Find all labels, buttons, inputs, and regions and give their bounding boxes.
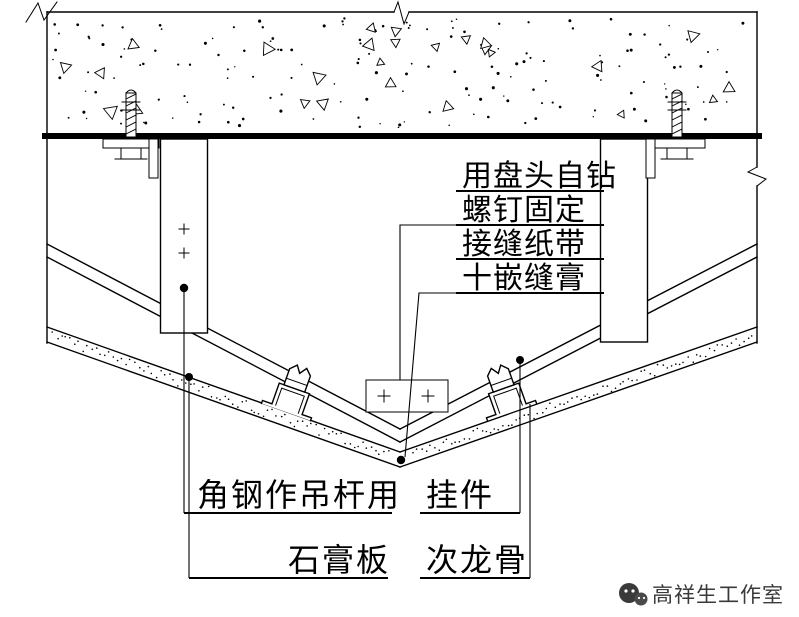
notes-block: 用盘头自钻 螺钉固定 接缝纸带 十嵌缝膏	[456, 159, 617, 296]
label-angle-steel: 角钢作吊杆用	[197, 476, 401, 514]
break-mark-right-edge	[746, 166, 768, 187]
watermark: 高祥生工作室	[619, 583, 784, 607]
gypsum-board-right-bottom	[399, 341, 758, 468]
note-line-4: 十嵌缝膏	[462, 261, 586, 296]
bolt-shaft	[671, 92, 683, 138]
bolt-hatch	[125, 93, 137, 100]
logo-bubble-large	[619, 583, 639, 603]
bolt-shaft	[125, 92, 137, 138]
watermark-text: 高祥生工作室	[652, 583, 784, 607]
fixing-plate	[648, 138, 706, 149]
note-line-2: 螺钉固定	[462, 193, 586, 228]
screw-detail-box	[365, 379, 449, 413]
leader-dot-clip	[516, 356, 524, 364]
apex-joint-dot	[396, 455, 406, 465]
break-mark-top-left	[25, 1, 58, 23]
leader-lines	[179, 224, 531, 578]
note-line-3: 接缝纸带	[462, 227, 586, 262]
leader-joint-note	[404, 292, 456, 458]
leader-dot-gypsum	[185, 373, 193, 381]
bolt-hatch	[671, 114, 683, 121]
anchor-bolt-left	[102, 89, 160, 179]
angle-steel-hanger-right	[599, 138, 649, 343]
anchor-bolt-right	[645, 89, 706, 179]
bolt-hatch	[671, 128, 683, 135]
bolt-hatch	[671, 93, 683, 100]
break-mark-top-center	[393, 0, 410, 26]
concrete-slab	[42, 11, 762, 344]
leader-screw-note	[399, 224, 456, 380]
gypsum-board-left-bottom	[46, 341, 401, 468]
carrier-channel-left-top	[46, 243, 401, 430]
angle-bracket	[148, 138, 159, 179]
gypsum-board-right-top	[399, 326, 758, 453]
hanging-clip	[486, 364, 515, 393]
bolt-hatch	[671, 121, 683, 128]
bolt-nut	[666, 147, 688, 160]
logo-bubble-small	[634, 592, 648, 606]
carrier-channel-right-bottom	[399, 256, 758, 443]
bolt-hatch	[125, 100, 137, 107]
label-hanger-clip: 挂件	[426, 476, 494, 514]
studio-logo-icon	[619, 583, 648, 606]
channel-inner-line	[493, 387, 523, 414]
leader-dot-angle-steel	[179, 283, 189, 293]
note-line-1: 用盘头自钻	[462, 159, 617, 194]
bolt-cap	[671, 89, 683, 94]
label-secondary-keel: 次龙骨	[426, 541, 528, 579]
gypsum-board-texture	[51, 331, 753, 456]
carrier-channel-left-bottom	[46, 256, 401, 443]
concrete-hatch-texture	[52, 17, 745, 129]
bottom-labels: 角钢作吊杆用 挂件 石膏板 次龙骨	[184, 476, 530, 579]
bolt-hatch	[125, 114, 137, 121]
logo-eye	[642, 596, 646, 600]
logo-eye	[631, 589, 635, 593]
hanging-clip	[283, 364, 312, 393]
bolt-hatch	[125, 107, 137, 114]
clip-line	[285, 377, 308, 387]
channel-inner-line	[275, 387, 305, 414]
ceiling-slopes	[46, 243, 758, 468]
furring-channel-left	[260, 364, 313, 422]
bolt-cap	[125, 89, 137, 94]
hanger-right	[599, 138, 649, 343]
bolt-hatch	[671, 100, 683, 107]
bolt-hatch	[125, 121, 137, 128]
bolt-hatch	[125, 128, 137, 135]
logo-eye	[624, 589, 628, 593]
clip-line	[490, 377, 513, 387]
bolt-hatch	[671, 107, 683, 114]
furring-channel-right	[485, 364, 538, 422]
angle-bracket	[645, 138, 656, 179]
bolt-nut	[120, 147, 142, 160]
break-marks	[25, 0, 768, 187]
label-gypsum-board: 石膏板	[288, 541, 390, 579]
carrier-channel-right-top	[399, 243, 758, 430]
gypsum-board-left-top	[46, 326, 401, 453]
logo-eye	[637, 596, 641, 600]
